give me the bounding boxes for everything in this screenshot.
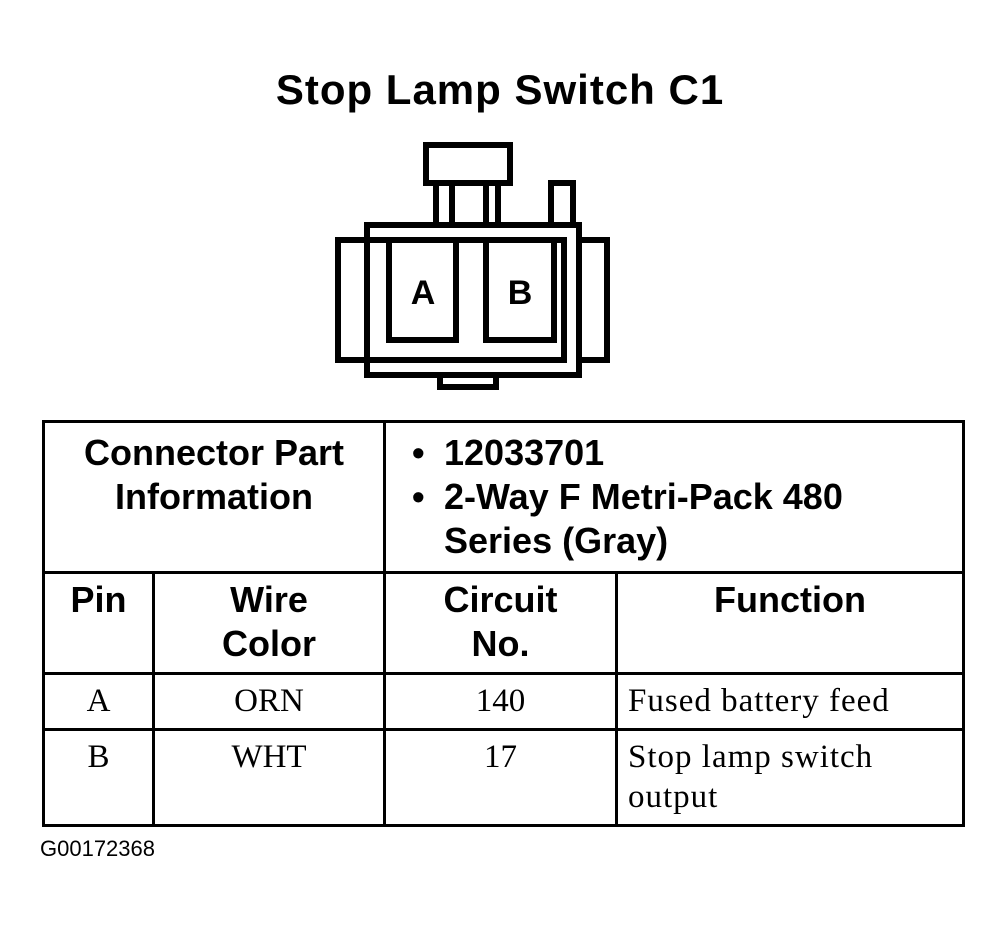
connector-type-item: • 2-Way F Metri-Pack 480 bbox=[412, 475, 952, 519]
cavity-b bbox=[483, 237, 557, 343]
connector-body bbox=[364, 222, 582, 378]
pin-cell: B bbox=[42, 728, 155, 827]
col-header-pin: Pin bbox=[42, 571, 155, 675]
connector-bottom-tab bbox=[437, 372, 499, 390]
cavity-a bbox=[386, 237, 459, 343]
circuit-cell: 140 bbox=[383, 672, 619, 731]
col-header-circuit: Circuit No. bbox=[383, 571, 619, 675]
col-header-pin-text: Pin bbox=[70, 579, 127, 620]
col-header-function-text: Function bbox=[714, 579, 866, 620]
part-info-label-line2: Information bbox=[115, 476, 313, 517]
function-line1: Stop lamp switch bbox=[628, 739, 874, 775]
part-info-values: • 12033701 • 2-Way F Metri-Pack 480 Series… bbox=[383, 420, 966, 574]
col-header-wire-line1: Wire bbox=[230, 579, 308, 620]
wire-color-cell: WHT bbox=[151, 728, 387, 827]
connector-wing-right bbox=[576, 237, 610, 363]
diagram-title: Stop Lamp Switch C1 bbox=[275, 66, 725, 113]
column-header-row: Pin Wire Color Circuit No. Function bbox=[42, 571, 966, 675]
table-row: B WHT 17 Stop lamp switch output bbox=[42, 728, 966, 827]
function-cell: Stop lamp switch output bbox=[615, 728, 966, 827]
connector-inner-frame bbox=[367, 237, 567, 363]
cavity-b-label: B bbox=[508, 274, 533, 312]
function-cell: Fused battery feed bbox=[615, 672, 966, 731]
cavity-a-label: A bbox=[411, 274, 436, 312]
table-row: A ORN 140 Fused battery feed bbox=[42, 672, 966, 731]
connector-key-tab bbox=[548, 180, 576, 225]
part-info-row: Connector Part Information • 12033701 • 2-… bbox=[41, 420, 966, 574]
figure-id: G00172368 bbox=[40, 836, 155, 861]
col-header-circuit-line1: Circuit bbox=[443, 579, 558, 620]
function-line2: output bbox=[628, 779, 719, 815]
connector-face-illustration: A B bbox=[335, 142, 610, 390]
circuit-cell: 17 bbox=[383, 728, 619, 827]
wire-color-cell: ORN bbox=[151, 672, 387, 731]
col-header-wire-color: Wire Color bbox=[151, 571, 387, 675]
part-number: 12033701 bbox=[444, 432, 605, 473]
function-line1: Fused battery feed bbox=[628, 683, 890, 719]
col-header-circuit-line2: No. bbox=[471, 623, 530, 664]
col-header-wire-line2: Color bbox=[222, 623, 316, 664]
col-header-function: Function bbox=[615, 571, 966, 675]
connector-wing-left bbox=[335, 237, 370, 363]
pin-cell: A bbox=[42, 672, 155, 731]
connector-series: Series (Gray) bbox=[444, 520, 669, 561]
part-info-label-line1: Connector Part bbox=[83, 432, 345, 473]
connector-info-table: Connector Part Information • 12033701 • 2-… bbox=[41, 420, 966, 827]
bullet-icon: • bbox=[412, 476, 425, 517]
connector-latch-top bbox=[423, 142, 513, 186]
bullet-icon: • bbox=[412, 432, 425, 473]
part-info-label: Connector Part Information bbox=[41, 420, 387, 574]
part-number-item: • 12033701 bbox=[412, 431, 952, 475]
connector-type: 2-Way F Metri-Pack 480 bbox=[444, 476, 843, 517]
